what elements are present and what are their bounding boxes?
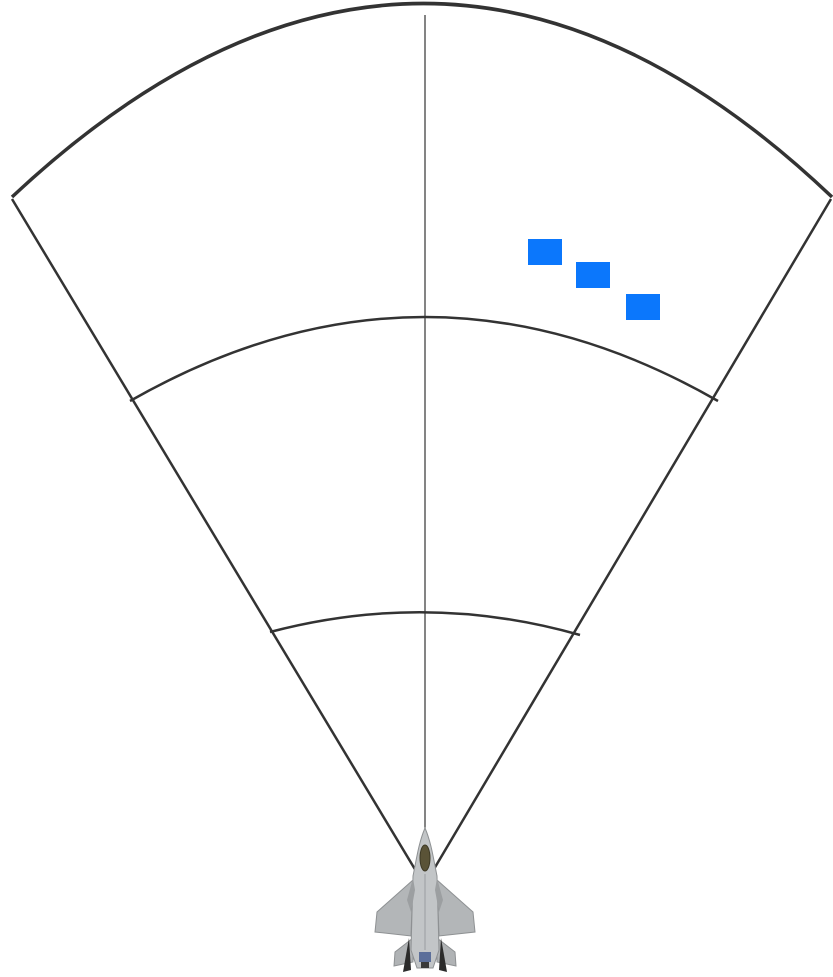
radar-contact[interactable] [626, 294, 660, 320]
middle-range-ring [130, 317, 718, 401]
left-sector-edge [12, 199, 416, 871]
fighter-jet-icon [375, 828, 475, 972]
radar-contact[interactable] [528, 239, 562, 265]
radar-contact[interactable] [576, 262, 610, 288]
outer-range-ring [12, 4, 832, 198]
